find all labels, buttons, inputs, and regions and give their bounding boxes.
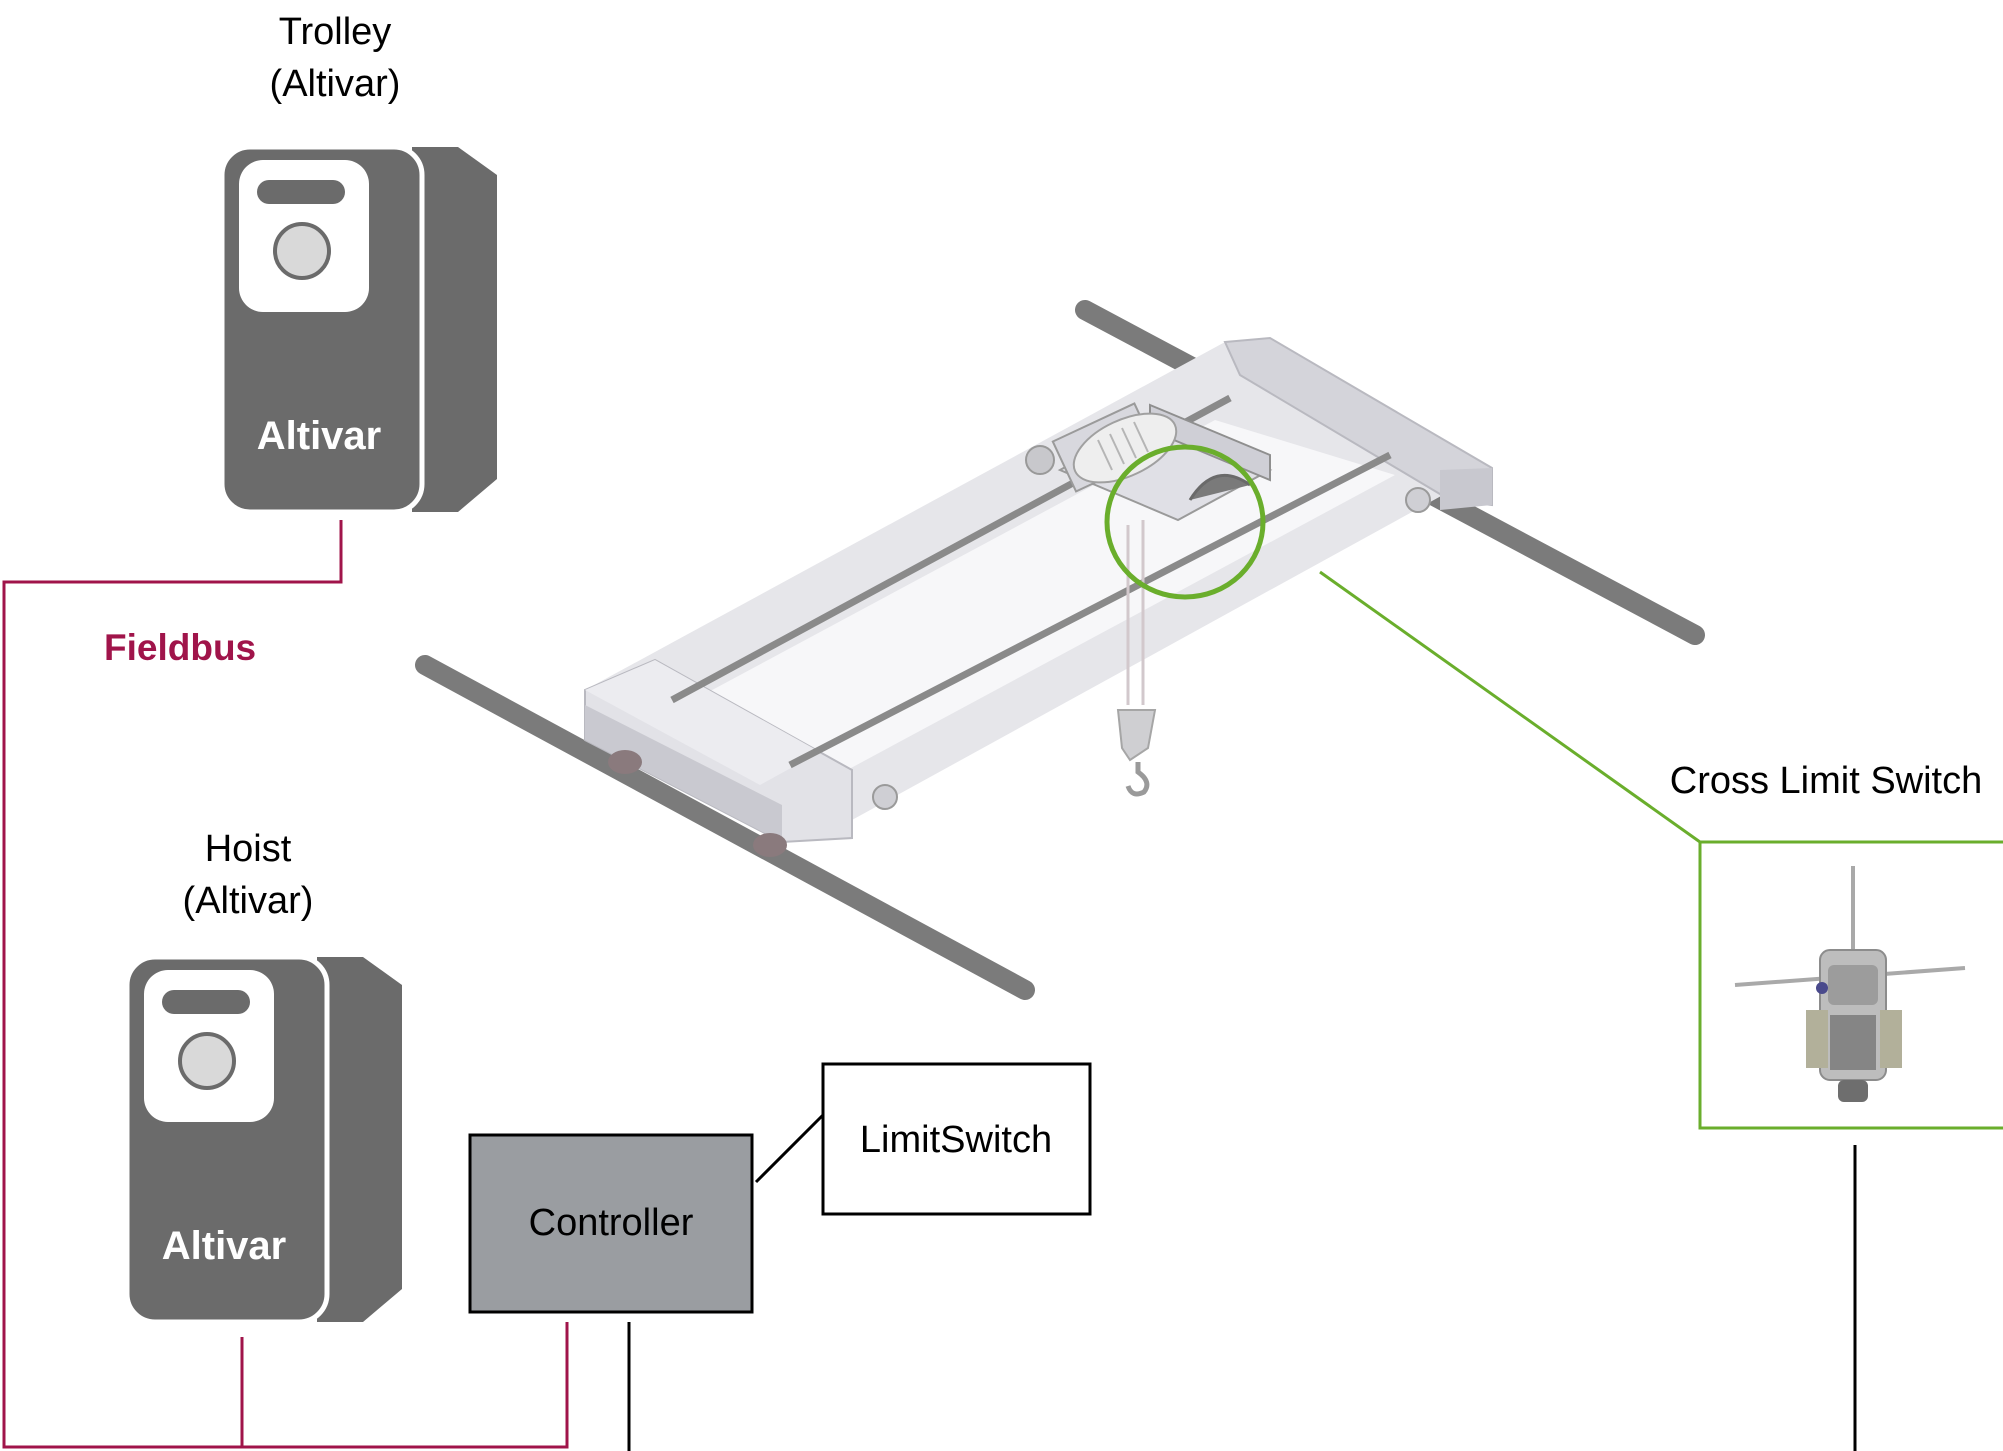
overhead-crane-illustration: [415, 300, 1705, 1000]
limitswitch-box: LimitSwitch: [821, 1062, 1092, 1216]
controller-box: Controller: [468, 1133, 754, 1314]
wire-controller-to-cross-switch: [627, 1145, 1857, 1451]
trolley-drive-type: (Altivar): [270, 63, 401, 105]
trolley-drive-name: Trolley: [279, 11, 392, 53]
hoist-drive-name: Hoist: [205, 828, 292, 870]
wire-controller-to-limitswitch: [754, 1111, 827, 1184]
hoist-drive-brand: Altivar: [162, 1224, 287, 1268]
signal-wiring: [627, 1111, 1857, 1451]
drive-unit-icon: [124, 954, 402, 1325]
cross-limit-switch-box: [1698, 840, 2003, 1130]
trolley-carriage: [1025, 402, 1273, 522]
fieldbus-label: Fieldbus: [104, 627, 256, 668]
hoist-drive-unit: Altivar: [124, 954, 402, 1325]
limitswitch-label: LimitSwitch: [860, 1119, 1052, 1161]
fieldbus-line-trolley: [2, 520, 569, 1449]
cross-limit-switch-highlight: [1104, 444, 1701, 844]
trolley-drive-brand: Altivar: [257, 414, 382, 458]
trolley-drive-unit: Altivar: [219, 144, 497, 515]
drive-unit-icon: [219, 144, 497, 515]
fieldbus-wiring: [2, 520, 569, 1449]
controller-label: Controller: [529, 1202, 694, 1244]
cross-limit-switch-label: Cross Limit Switch: [1670, 760, 1983, 802]
hook: [1116, 520, 1157, 797]
cross-limit-switch-image: [1734, 866, 1966, 1102]
hoist-drive-type: (Altivar): [183, 880, 314, 922]
